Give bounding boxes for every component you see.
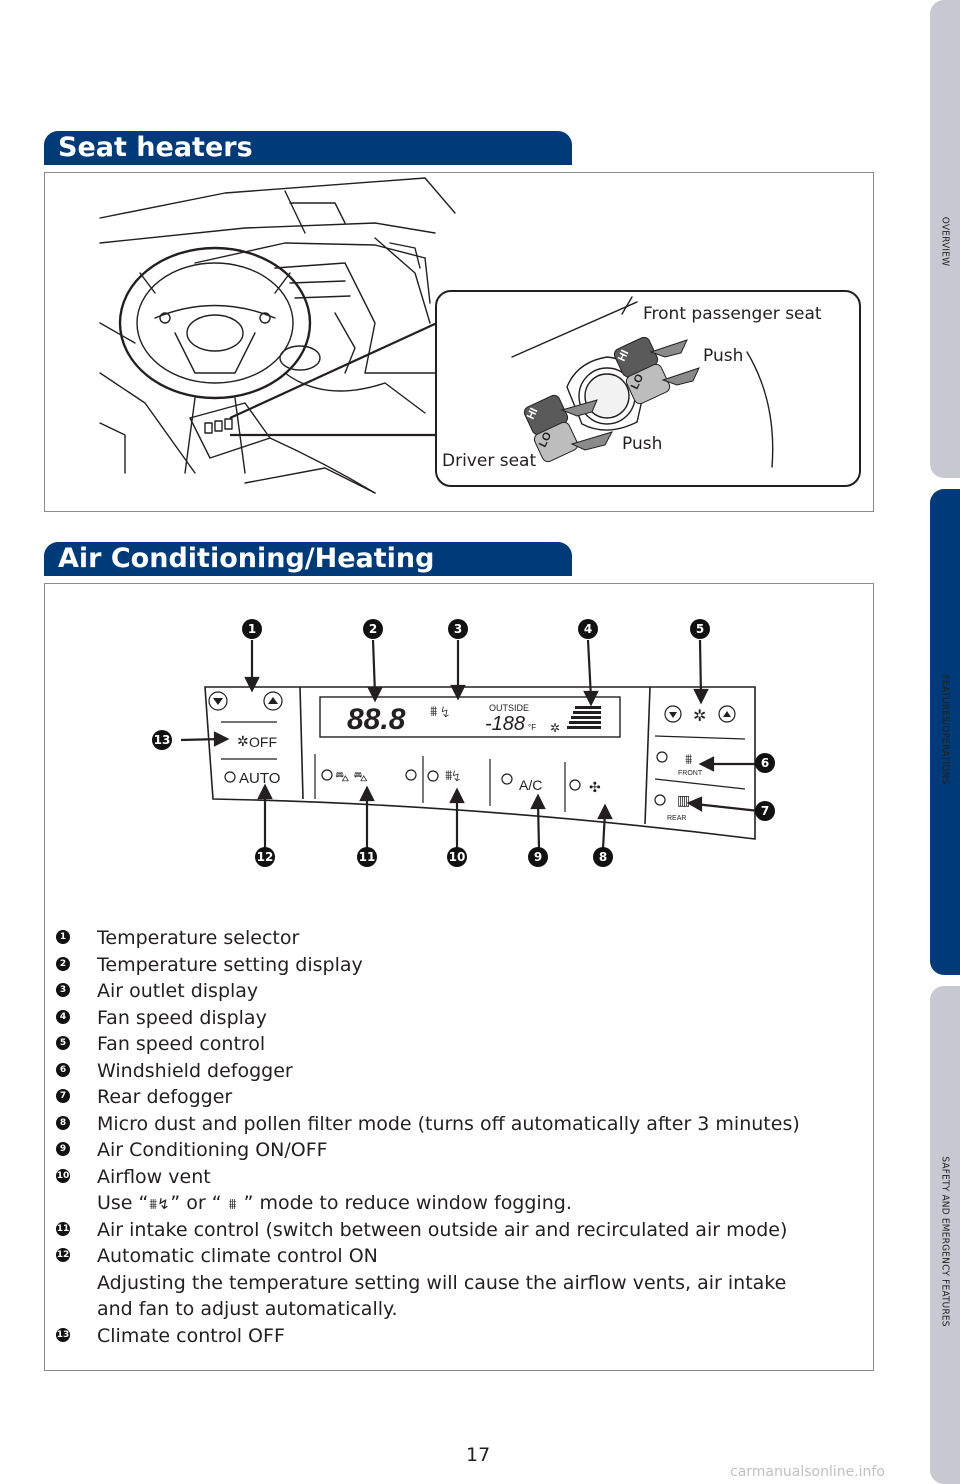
callout-badge-13: 13 xyxy=(152,730,172,750)
legend-text: Climate control OFF xyxy=(97,1325,285,1347)
page-number: 17 xyxy=(466,1444,491,1466)
legend-badge: 1 xyxy=(56,930,70,944)
seat-heater-switch-illustration: HI LO HI LO xyxy=(511,296,774,468)
legend-text: Micro dust and pollen filter mode (turns… xyxy=(97,1113,800,1135)
callout-badge-10: 10 xyxy=(447,847,467,867)
auto-note-line-1: Adjusting the temperature setting will c… xyxy=(97,1272,787,1294)
legend-badge: 3 xyxy=(56,983,70,997)
fan-off-icon: ✲ xyxy=(237,733,249,749)
filter-mode-icon[interactable]: ✣ xyxy=(589,779,601,795)
legend-badge: 9 xyxy=(56,1142,70,1156)
side-tab-safety[interactable] xyxy=(930,986,960,1484)
callout-badge-8: 8 xyxy=(593,847,613,867)
callout-badge-11: 11 xyxy=(357,847,377,867)
driver-seat-heater-switch: HI LO xyxy=(523,394,614,463)
legend-text: Temperature setting display xyxy=(97,954,363,976)
legend-text: Fan speed control xyxy=(97,1033,266,1055)
recirculate-car-icon[interactable]: ⛍ ⛍ xyxy=(335,768,368,784)
car-interior-illustration xyxy=(99,177,456,494)
ac-button-label[interactable]: A/C xyxy=(519,777,542,793)
legend-badge: 6 xyxy=(56,1063,70,1077)
driver-hi-label: HI xyxy=(525,406,541,421)
legend-text: Rear defogger xyxy=(97,1086,233,1108)
watermark: carmanualsonline.info xyxy=(730,1464,885,1480)
front-passenger-seat-label: Front passenger seat xyxy=(643,304,822,324)
legend-badge: 8 xyxy=(56,1116,70,1130)
fan-speed-display xyxy=(567,706,601,729)
legend-badge: 4 xyxy=(56,1010,70,1024)
legend-text: Air outlet display xyxy=(97,980,259,1002)
legend-text: Fan speed display xyxy=(97,1007,267,1029)
legend-badge: 2 xyxy=(56,957,70,971)
legend-text: Airflow vent xyxy=(97,1166,211,1188)
side-tab-label-features: FEATURES/OPERATIONS xyxy=(939,674,951,785)
push-label-upper: Push xyxy=(703,346,744,366)
legend-badge: 12 xyxy=(56,1248,70,1262)
rear-defogger-icon[interactable]: ▥ xyxy=(677,792,690,808)
rear-label: REAR xyxy=(667,815,686,822)
legend-badge: 7 xyxy=(56,1089,70,1103)
legend-badge: 10 xyxy=(56,1169,70,1183)
seat-heaters-title: Seat heaters xyxy=(58,132,253,163)
side-tab-label-overview: OVERVIEW xyxy=(939,216,951,267)
seat-heater-callout: HI LO HI LO Front passenger seat Push Pu… xyxy=(435,290,861,487)
climate-control-panel-diagram: ✲ OFF AUTO 88.8 ⩩ ↯ OUTSIDE -188 °F ✲ ⛍ xyxy=(180,639,760,850)
ac-panel: ✲ OFF AUTO 88.8 ⩩ ↯ OUTSIDE -188 °F ✲ ⛍ xyxy=(44,583,874,1371)
callout-badge-5: 5 xyxy=(690,619,710,639)
legend-badge: 13 xyxy=(56,1328,70,1342)
airflow-vent-icon[interactable]: ⩩↯ xyxy=(445,767,460,783)
passenger-hi-label: HI xyxy=(616,348,632,363)
airflow-note-or: ” or “ xyxy=(170,1192,222,1214)
legend-badge: 11 xyxy=(56,1222,70,1236)
outside-label: OUTSIDE xyxy=(489,703,529,713)
ac-title: Air Conditioning/Heating xyxy=(58,543,435,574)
fan-speed-icon: ✲ xyxy=(693,708,706,725)
legend-badge: 5 xyxy=(56,1036,70,1050)
temp-unit: °F xyxy=(528,723,536,732)
passenger-seat-heater-switch: HI LO xyxy=(613,336,700,405)
seat-heaters-header: Seat heaters xyxy=(44,131,572,165)
auto-note-line-2: and fan to adjust automatically. xyxy=(97,1298,398,1320)
callout-badge-2: 2 xyxy=(363,619,383,639)
push-label-lower: Push xyxy=(622,434,663,454)
off-button-label[interactable]: OFF xyxy=(249,734,277,750)
front-label: FRONT xyxy=(678,770,703,777)
seat-heaters-panel: HI LO HI LO Front passenger seat Push Pu… xyxy=(44,172,874,512)
legend-text: Automatic climate control ON xyxy=(97,1245,378,1267)
airflow-vent-note-icon: ⩩↯ xyxy=(149,1195,170,1213)
side-tab-label-safety: SAFETY AND EMERGENCY FEATURES xyxy=(939,1156,951,1327)
windshield-defogger-icon[interactable]: ⩩ xyxy=(685,751,693,767)
temperature-setting-display: 88.8 xyxy=(347,703,406,736)
fan-display-icon: ✲ xyxy=(550,721,560,735)
callout-badge-1: 1 xyxy=(242,619,262,639)
callout-badge-6: 6 xyxy=(755,753,775,773)
airflow-note: Use “⩩↯” or “ ⩩ ” mode to reduce window fo… xyxy=(97,1190,572,1217)
air-outlet-display-icon: ⩩ ↯ xyxy=(430,703,449,719)
outside-temp-display: -188 xyxy=(485,713,525,735)
callout-badge-12: 12 xyxy=(255,847,275,867)
side-tab-features-operations[interactable] xyxy=(930,489,960,975)
ac-header: Air Conditioning/Heating xyxy=(44,542,572,576)
legend-text: Windshield defogger xyxy=(97,1060,293,1082)
callout-badge-7: 7 xyxy=(755,801,775,821)
side-tab-overview[interactable] xyxy=(930,0,960,478)
callout-badge-3: 3 xyxy=(448,619,468,639)
legend-text: Air Conditioning ON/OFF xyxy=(97,1139,328,1161)
defrost-note-icon: ⩩ xyxy=(228,1195,237,1213)
legend-text: Air intake control (switch between outsi… xyxy=(97,1219,788,1241)
callout-badge-9: 9 xyxy=(528,847,548,867)
airflow-note-use: Use “ xyxy=(97,1192,149,1214)
driver-seat-label: Driver seat xyxy=(442,451,537,471)
callout-badge-4: 4 xyxy=(578,619,598,639)
legend-text: Temperature selector xyxy=(97,927,300,949)
auto-button-label[interactable]: AUTO xyxy=(239,770,280,787)
airflow-note-end: ” mode to reduce window fogging. xyxy=(243,1192,572,1214)
